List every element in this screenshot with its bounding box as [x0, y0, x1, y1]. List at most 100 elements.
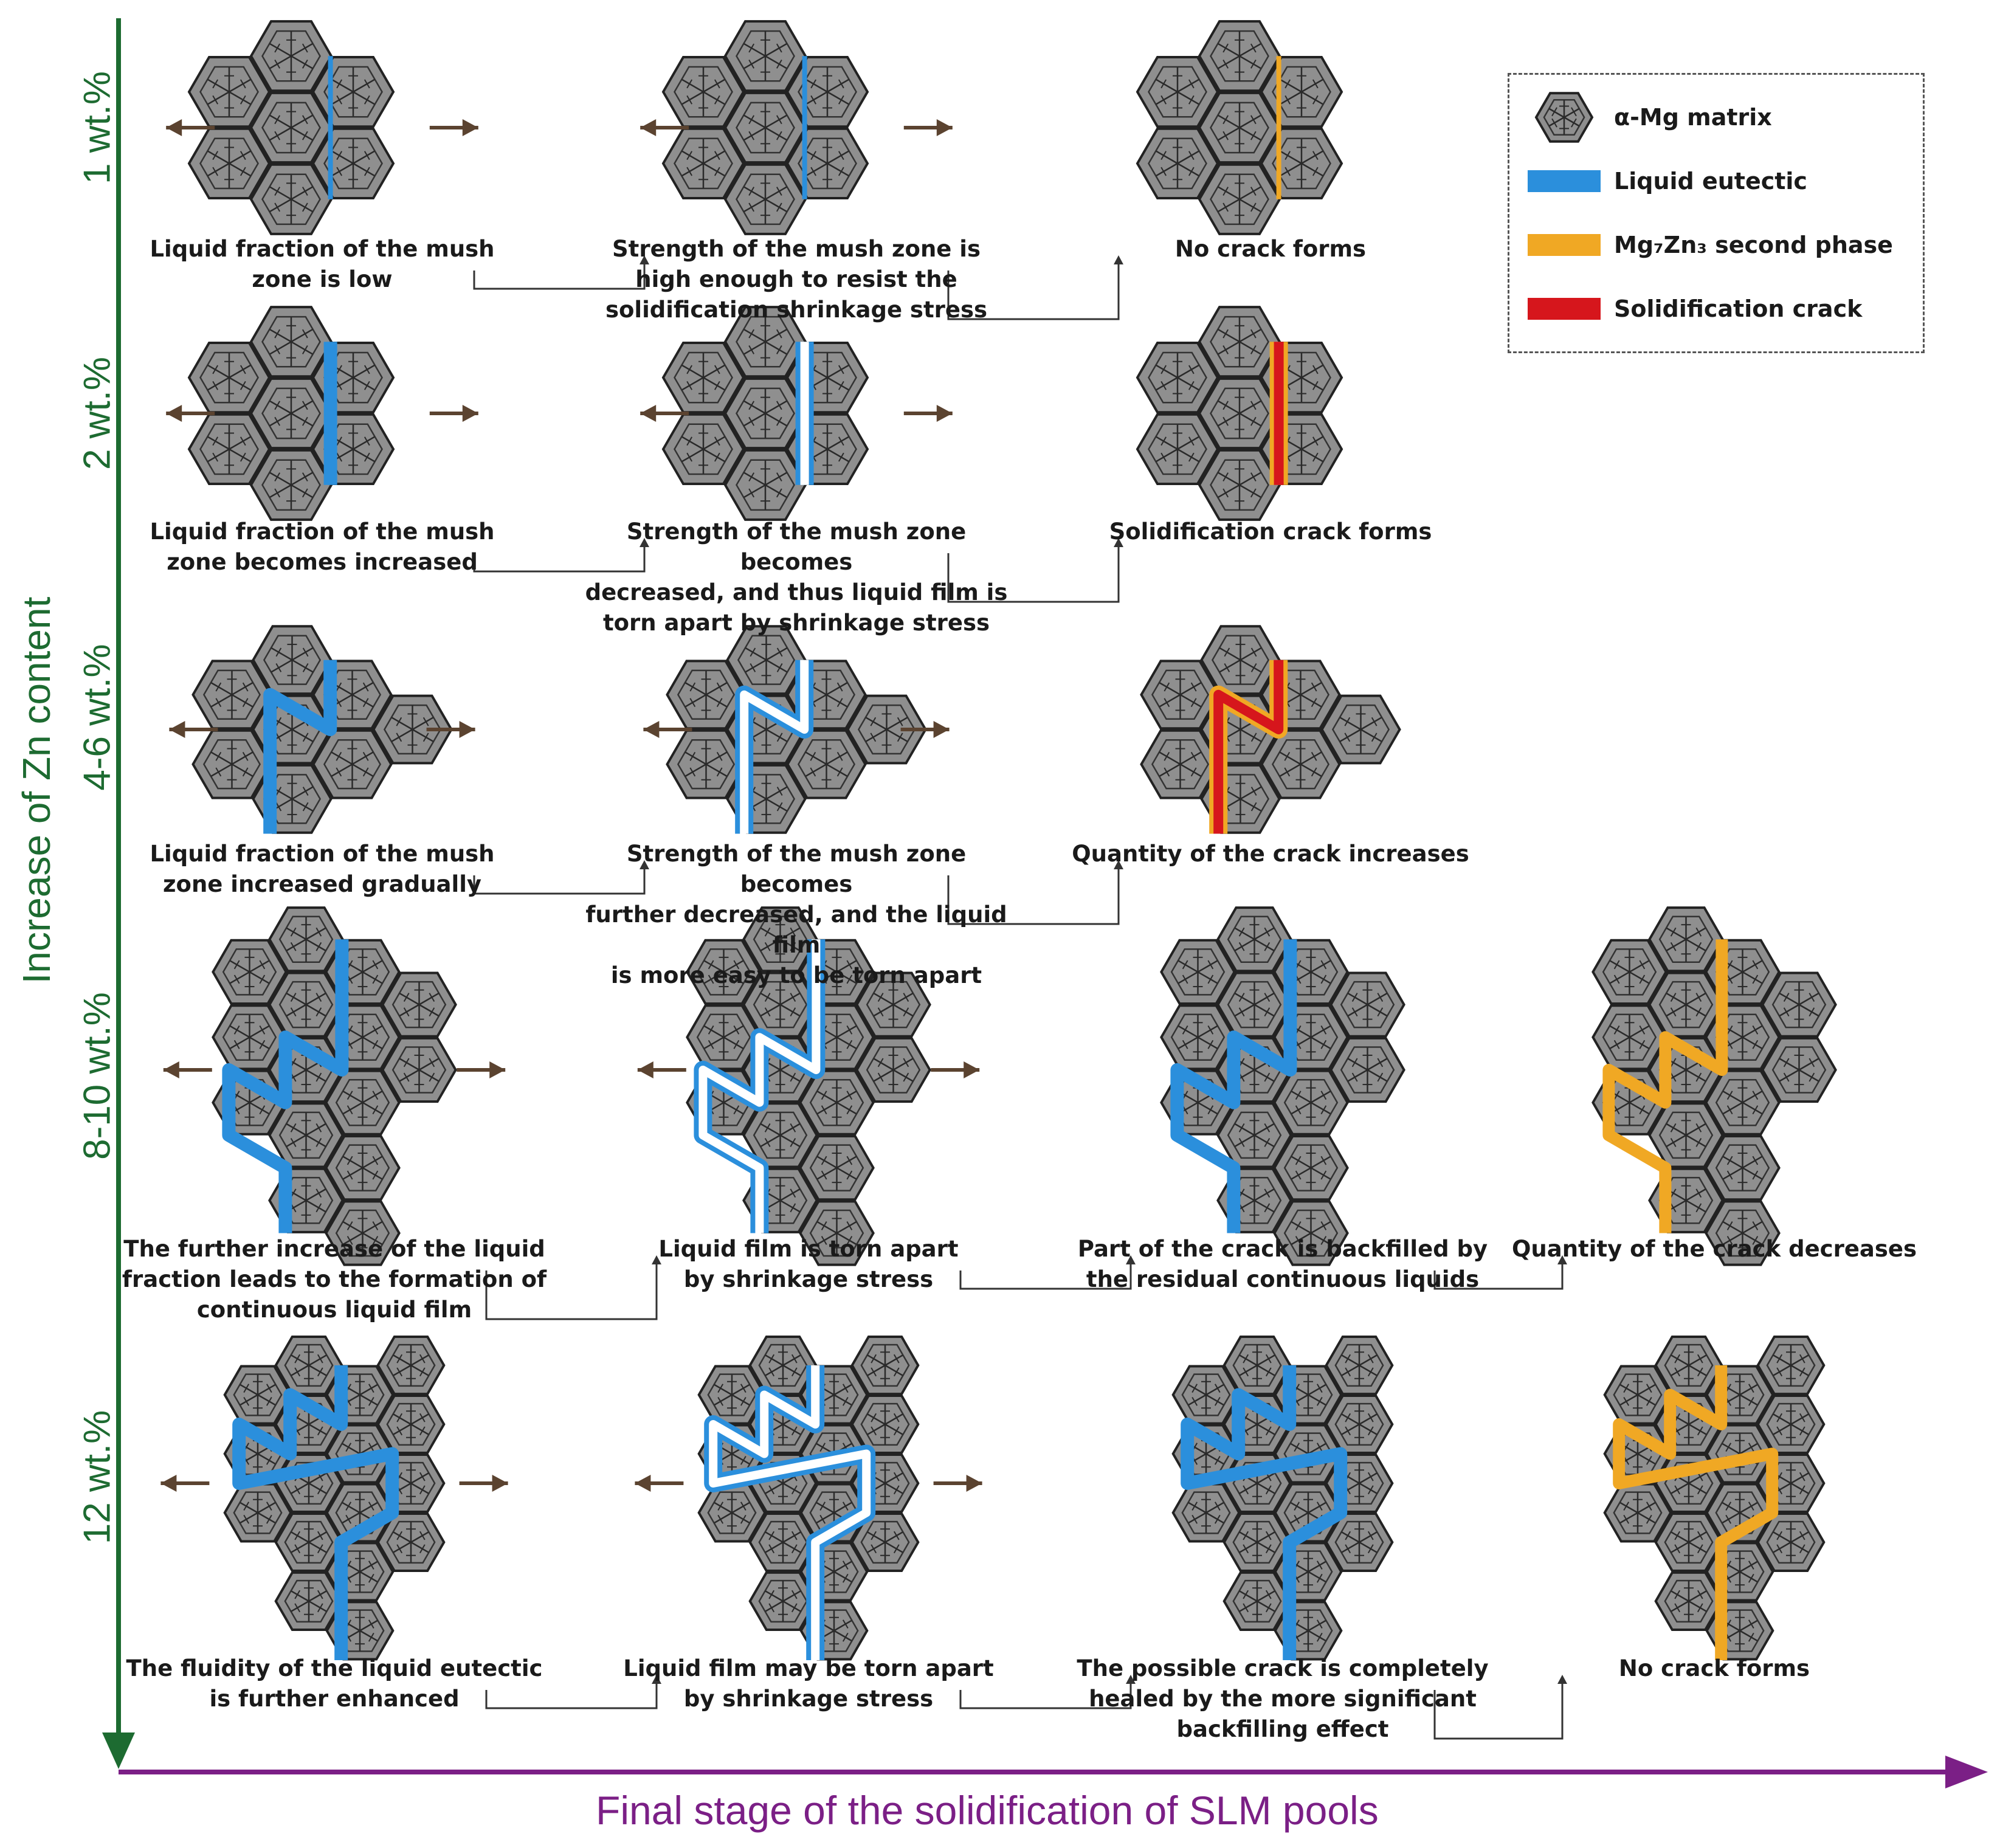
grain — [785, 127, 869, 199]
grain — [1222, 1571, 1292, 1631]
row-label: 1 wt.% — [76, 71, 119, 185]
tension-arrow-right — [931, 1061, 980, 1078]
grain — [1648, 1102, 1724, 1168]
caption-line: Solidification crack forms — [1109, 519, 1432, 545]
grain — [723, 163, 807, 235]
grain — [1273, 1135, 1349, 1201]
grain — [742, 906, 818, 973]
caption-line: is further enhanced — [209, 1686, 460, 1712]
grain — [723, 306, 807, 378]
caption-line: Liquid fraction of the mush — [150, 519, 495, 545]
caption-line: Liquid film is torn apart — [658, 1236, 959, 1262]
grain — [748, 1336, 818, 1396]
y-axis-title: Increase of Zn content — [15, 596, 58, 984]
grain — [1329, 971, 1405, 1038]
tension-arrow-left — [166, 405, 215, 422]
grain — [1756, 1336, 1826, 1396]
tension-arrow-left — [169, 721, 218, 738]
grain — [661, 342, 745, 414]
stage-caption: Liquid fraction of the mush zone increase… — [109, 839, 535, 900]
grain — [661, 127, 745, 199]
stage-connector — [473, 538, 649, 573]
grain-cluster-3-3 — [1591, 906, 1837, 1266]
grain — [1273, 1069, 1349, 1136]
legend-label: Liquid eutectic — [1614, 168, 1807, 195]
grain — [1756, 1395, 1826, 1454]
legend-swatch — [1528, 170, 1601, 192]
row-label: 4-6 wt.% — [76, 644, 119, 791]
caption-line: zone increased gradually — [163, 871, 481, 897]
tension-arrow-left — [637, 1061, 686, 1078]
stage-connector — [473, 255, 649, 290]
grain — [372, 694, 453, 765]
grain — [1603, 1483, 1672, 1543]
grain — [1198, 20, 1281, 92]
grain — [1761, 971, 1837, 1038]
stage-connector — [485, 1255, 661, 1320]
grain-cluster-0-0 — [187, 20, 395, 235]
caption-line: The further increase of the liquid — [123, 1236, 545, 1262]
grain — [697, 1365, 767, 1425]
tension-arrow-right — [900, 721, 950, 738]
axes — [102, 18, 1988, 1788]
stage-caption: No crack forms — [1502, 1653, 1927, 1684]
grain — [274, 1336, 343, 1396]
caption-line: Liquid fraction of the mush — [150, 841, 495, 867]
stage-connector — [947, 255, 1123, 320]
grain — [661, 56, 745, 128]
grain — [786, 729, 867, 799]
grain — [325, 1069, 401, 1136]
grain — [1705, 1069, 1781, 1136]
grain — [1756, 1512, 1826, 1572]
grain — [1654, 1571, 1723, 1631]
grain — [1222, 1512, 1292, 1572]
row-label: 12 wt.% — [76, 1410, 119, 1545]
caption-line: backfilling effect — [1176, 1716, 1389, 1742]
grain — [274, 1571, 343, 1631]
stage-connector — [473, 860, 649, 895]
grain — [191, 729, 272, 799]
caption-line: the residual continuous liquids — [1086, 1266, 1480, 1292]
stage-caption: Part of the crack is backfilled by the re… — [1070, 1234, 1495, 1295]
legend-hex-icon — [1534, 92, 1594, 143]
legend-item-matrix: α-Mg matrix — [1528, 92, 1772, 143]
boundary-band — [735, 660, 814, 834]
grain — [212, 1004, 288, 1071]
caption-line: The fluidity of the liquid eutectic — [126, 1655, 543, 1681]
grain — [223, 1483, 292, 1543]
grain — [661, 413, 745, 485]
grain — [1761, 1036, 1837, 1103]
caption-line: torn apart by shrinkage stress — [602, 610, 990, 636]
grain — [723, 377, 807, 450]
grain — [686, 939, 762, 1005]
grain — [249, 163, 333, 235]
legend-label: Mg₇Zn₃ second phase — [1614, 232, 1893, 258]
grain — [1591, 939, 1667, 1005]
caption-line: Strength of the mush zone becomes — [626, 519, 967, 575]
caption-line: is more easy to be torn apart — [610, 962, 982, 988]
boundary-band — [1613, 1365, 1779, 1660]
grain-cluster-0-2 — [1136, 20, 1343, 235]
stage-connector — [485, 1675, 661, 1709]
boundary-band — [1602, 939, 1728, 1233]
grain — [799, 1135, 875, 1201]
caption-line: Part of the crack is backfilled by — [1077, 1236, 1488, 1262]
grain-cluster-1-2 — [1136, 306, 1343, 521]
grain — [1200, 625, 1281, 695]
boundary-band — [1170, 939, 1297, 1233]
grain — [1198, 91, 1281, 164]
grain — [1648, 906, 1724, 973]
stage-caption: No crack forms — [1058, 234, 1483, 264]
tension-arrow-right — [459, 1475, 508, 1492]
grain — [1216, 1102, 1292, 1168]
grain — [274, 1512, 343, 1572]
grain — [1320, 694, 1401, 765]
grain — [187, 127, 271, 199]
grain — [311, 56, 395, 128]
